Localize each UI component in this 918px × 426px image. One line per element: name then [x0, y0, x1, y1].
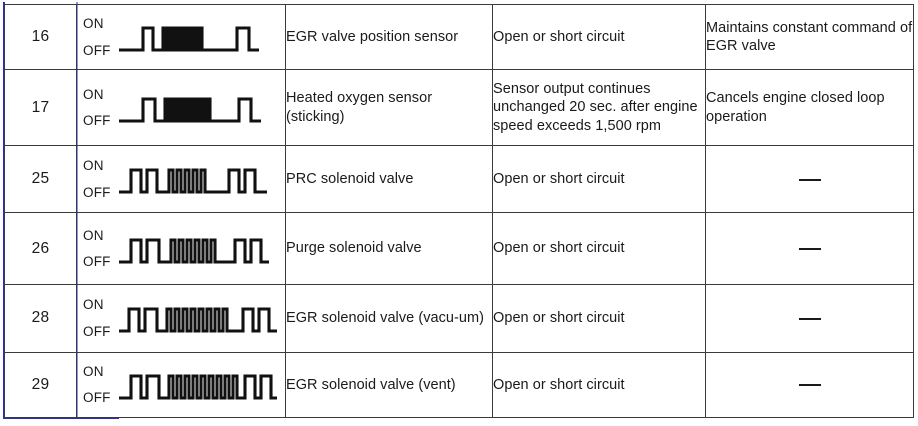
pulse-train-icon — [118, 238, 269, 264]
pulse-train-icon — [118, 26, 259, 52]
cell-detecting-condition: Open or short circuit — [492, 212, 706, 285]
em-dash-mark — [798, 384, 821, 387]
pulse-train-icon — [118, 97, 261, 123]
waveform-plot-code-26 — [115, 231, 285, 267]
cell-output-pattern: ON OFF — [76, 3, 286, 71]
label-off: OFF — [83, 42, 111, 58]
waveform-axis-labels: ON OFF — [83, 17, 115, 57]
waveform-cell-inner: ON OFF — [77, 213, 285, 283]
label-on: ON — [83, 86, 104, 102]
em-dash-mark — [798, 178, 821, 181]
pulse-train-icon — [118, 168, 267, 194]
cell-output-pattern: ON OFF — [76, 283, 286, 353]
table-row: 16 ON OFF EGR valve posit — [4, 3, 914, 71]
pulse-train-icon — [118, 374, 277, 400]
waveform-axis-labels: ON OFF — [83, 298, 115, 338]
label-on: ON — [83, 16, 104, 32]
label-off: OFF — [83, 254, 111, 270]
cell-output-pattern: ON OFF — [76, 145, 286, 214]
label-on: ON — [83, 297, 104, 313]
cell-diagnosed-circuit: EGR solenoid valve (vacu-um) — [285, 283, 493, 353]
cell-detecting-condition: Sensor output continues unchanged 20 sec… — [492, 69, 706, 147]
waveform-axis-labels: ON OFF — [83, 88, 115, 128]
cell-fail-safe: Cancels engine closed loop operation — [705, 69, 914, 147]
em-dash-mark — [798, 317, 821, 320]
waveform-cell-inner: ON OFF — [77, 70, 285, 145]
cell-malfunction-code: 25 — [4, 145, 77, 214]
cell-output-pattern: ON OFF — [76, 69, 286, 147]
table-row: 29 ON OFF EGR solenoid va — [4, 351, 914, 419]
cell-detecting-condition: Open or short circuit — [492, 351, 706, 419]
table-row: 17 ON OFF Heated oxygen s — [4, 69, 914, 147]
label-off: OFF — [83, 390, 111, 406]
cell-fail-safe — [705, 212, 914, 285]
waveform-cell-inner: ON OFF — [77, 5, 285, 69]
cell-output-pattern: ON OFF — [76, 351, 286, 419]
cell-diagnosed-circuit: Heated oxygen sensor (sticking) — [285, 69, 493, 147]
fault-code-table: 16 ON OFF EGR valve posit — [4, 3, 914, 419]
waveform-plot-code-16 — [115, 19, 285, 55]
cell-detecting-condition: Open or short circuit — [492, 3, 706, 71]
cell-malfunction-code: 16 — [4, 3, 77, 71]
cell-output-pattern: ON OFF — [76, 212, 286, 285]
waveform-plot-code-28 — [115, 300, 285, 336]
cell-detecting-condition: Open or short circuit — [492, 283, 706, 353]
waveform-cell-inner: ON OFF — [77, 285, 285, 352]
cell-fail-safe — [705, 283, 914, 353]
table-row: 26 ON OFF Purge solenoid — [4, 212, 914, 285]
pulse-train-icon — [118, 307, 277, 333]
cell-diagnosed-circuit: Purge solenoid valve — [285, 212, 493, 285]
waveform-axis-labels: ON OFF — [83, 229, 115, 269]
cell-diagnosed-circuit: PRC solenoid valve — [285, 145, 493, 214]
cell-diagnosed-circuit: EGR valve position sensor — [285, 3, 493, 71]
waveform-cell-inner: ON OFF — [77, 353, 285, 417]
em-dash-mark — [798, 248, 821, 251]
table-row: 28 ON OFF EGR solenoid va — [4, 283, 914, 353]
waveform-plot-code-17 — [115, 90, 285, 126]
cell-diagnosed-circuit: EGR solenoid valve (vent) — [285, 351, 493, 419]
label-on: ON — [83, 363, 104, 379]
cell-malfunction-code: 28 — [4, 283, 77, 353]
table-row: 25 ON OFF PRC solenoid va — [4, 145, 914, 214]
label-on: ON — [83, 158, 104, 174]
page-bottom-blue-rule — [3, 417, 119, 419]
cell-malfunction-code: 29 — [4, 351, 77, 419]
waveform-cell-inner: ON OFF — [77, 146, 285, 212]
label-off: OFF — [83, 323, 111, 339]
waveform-axis-labels: ON OFF — [83, 159, 115, 199]
cell-detecting-condition: Open or short circuit — [492, 145, 706, 214]
table-body: 16 ON OFF EGR valve posit — [4, 3, 914, 419]
cell-fail-safe — [705, 351, 914, 419]
cell-fail-safe: Maintains constant command of EGR valve — [705, 3, 914, 71]
waveform-plot-code-29 — [115, 367, 285, 403]
label-off: OFF — [83, 113, 111, 129]
cell-fail-safe — [705, 145, 914, 214]
cell-malfunction-code: 17 — [4, 69, 77, 147]
label-off: OFF — [83, 184, 111, 200]
waveform-plot-code-25 — [115, 161, 285, 197]
waveform-axis-labels: ON OFF — [83, 365, 115, 405]
label-on: ON — [83, 227, 104, 243]
cell-malfunction-code: 26 — [4, 212, 77, 285]
